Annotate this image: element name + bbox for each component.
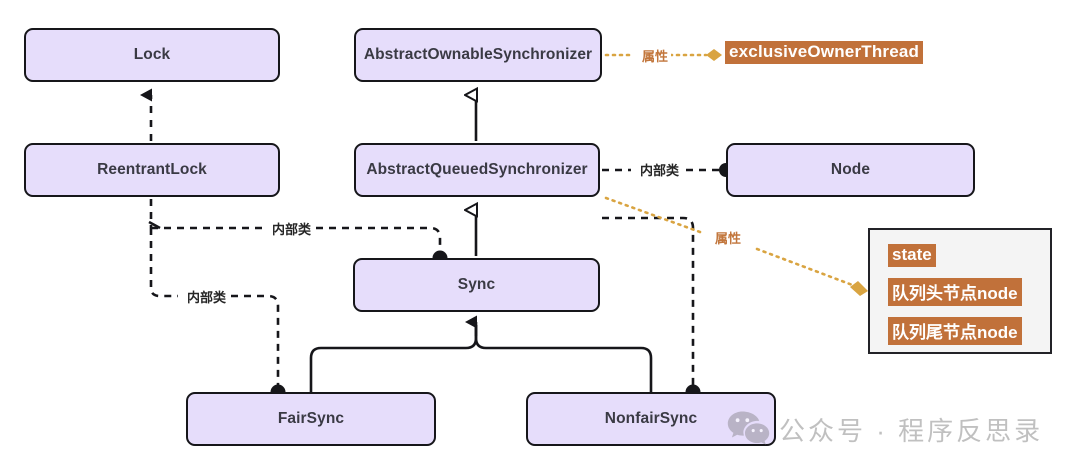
- class-box-abstract-ownable-synchronizer[interactable]: AbstractOwnableSynchronizer: [354, 28, 602, 82]
- class-box-reentrant-lock[interactable]: ReentrantLock: [24, 143, 280, 197]
- attribute-tail-node: 队列尾节点node: [888, 317, 1022, 345]
- edge-label-inner-class-node: 内部类: [637, 160, 683, 179]
- class-box-label: Node: [830, 161, 871, 178]
- edge-label-attribute-aqs: 属性: [712, 228, 745, 247]
- class-box-label: FairSync: [277, 410, 345, 427]
- edge-reentrantlock-inner-fairsync: [149, 228, 286, 400]
- class-box-label: AbstractOwnableSynchronizer: [363, 46, 593, 63]
- class-box-label: Sync: [457, 276, 496, 293]
- edge-label-inner-class-sync: 内部类: [269, 219, 315, 238]
- attribute-panel-row: state: [888, 244, 1050, 267]
- class-box-node[interactable]: Node: [726, 143, 975, 197]
- watermark-text: 公众号 · 程序反思录: [779, 416, 1044, 446]
- edge-label-text: 内部类: [640, 163, 680, 178]
- edge-aqs-inner-nonfairsync: [602, 216, 701, 400]
- edge-label-text: 内部类: [187, 290, 227, 305]
- edge-subsyncs-extend-sync: [309, 315, 653, 392]
- attribute-panel-row: 队列头节点node: [888, 278, 1050, 306]
- attribute-exclusive-owner-thread: exclusiveOwnerThread: [725, 41, 924, 64]
- class-box-fair-sync[interactable]: FairSync: [186, 392, 436, 446]
- wechat-icon: [726, 408, 770, 451]
- edge-label-inner-class-fairsync: 内部类: [184, 287, 230, 306]
- class-box-label: ReentrantLock: [97, 161, 207, 178]
- attribute-panel-row: 队列尾节点node: [888, 317, 1050, 345]
- attribute-panel-aqs: state 队列头节点node 队列尾节点node: [868, 228, 1052, 354]
- attribute-chip-text: exclusiveOwnerThread: [729, 42, 920, 61]
- edge-label-text: 内部类: [272, 222, 312, 237]
- class-box-lock[interactable]: Lock: [24, 28, 280, 82]
- edge-label-text: 属性: [715, 231, 742, 246]
- class-box-sync[interactable]: Sync: [353, 258, 600, 312]
- class-box-abstract-queued-synchronizer[interactable]: AbstractQueuedSynchronizer: [354, 143, 600, 197]
- edge-aqs-attribute-panel: [604, 196, 868, 296]
- watermark: 公众号 · 程序反思录: [726, 408, 1043, 451]
- class-box-label: AbstractQueuedSynchronizer: [366, 161, 588, 178]
- edge-label-text: 属性: [642, 49, 669, 64]
- attribute-head-node: 队列头节点node: [888, 278, 1022, 306]
- class-box-label: NonfairSync: [604, 410, 698, 427]
- attribute-state: state: [888, 244, 936, 267]
- class-box-label: Lock: [133, 46, 171, 63]
- edge-label-attribute-aos: 属性: [639, 46, 672, 65]
